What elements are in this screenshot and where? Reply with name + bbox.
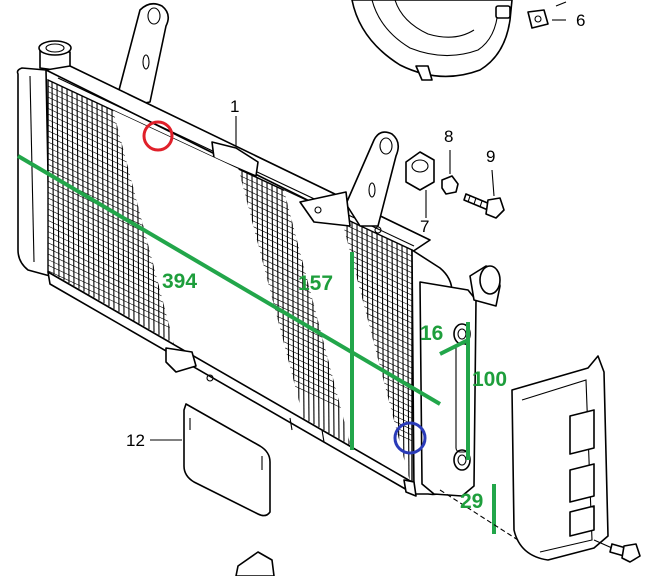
cover-plate-part-12 xyxy=(150,403,271,517)
core-fin-line xyxy=(401,245,405,477)
dimension-label-29: 29 xyxy=(460,490,483,513)
upper-mounting-bracket xyxy=(117,2,170,107)
blue-marker-circle xyxy=(393,421,427,455)
part-number-7: 7 xyxy=(420,217,429,236)
dimension-lines xyxy=(16,154,519,541)
clip-part-6 xyxy=(527,1,567,29)
fan-shroud xyxy=(351,0,513,81)
part-number-1: 1 xyxy=(230,97,239,116)
dimension-line-394 xyxy=(16,154,442,406)
dimension-label-394: 394 xyxy=(162,270,197,293)
part-number-8: 8 xyxy=(444,127,453,146)
dimension-label-157: 157 xyxy=(298,272,333,295)
core-fin-line xyxy=(121,114,125,315)
part-number-6: 6 xyxy=(576,11,585,30)
center-mounting-bracket xyxy=(299,131,400,234)
side-guard xyxy=(511,355,609,561)
core-fin-line xyxy=(396,242,400,474)
guard-bolt xyxy=(593,539,641,563)
core-fin-line xyxy=(116,112,120,312)
bolt-part-9 xyxy=(463,169,505,219)
dimension-label-100: 100 xyxy=(472,368,507,391)
core-fin-line xyxy=(291,193,295,413)
part-number-9: 9 xyxy=(486,147,495,166)
dimension-line-16 xyxy=(439,338,469,356)
part-number-12: 12 xyxy=(126,431,145,450)
cushion-part-8 xyxy=(441,150,459,195)
dimension-label-16: 16 xyxy=(420,322,443,345)
red-marker-circle xyxy=(142,120,174,152)
core-fin-line xyxy=(406,247,410,480)
partial-part-bottom xyxy=(235,551,275,576)
collar-part-7 xyxy=(405,151,435,218)
core-fin-line xyxy=(111,109,115,309)
